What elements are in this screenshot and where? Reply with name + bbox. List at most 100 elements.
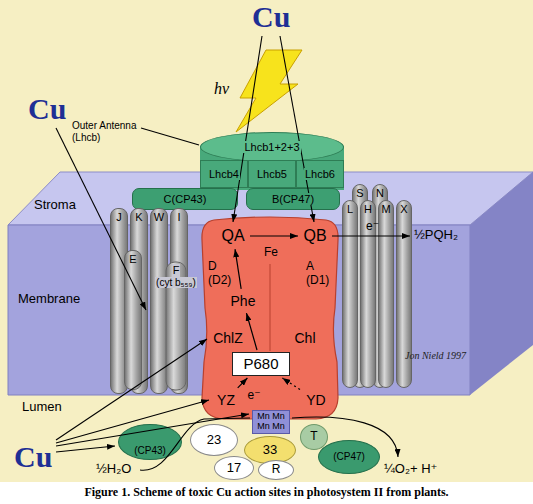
node-text: I xyxy=(177,211,180,224)
node-text: W xyxy=(154,211,164,224)
lumenal-loop: (CP47) xyxy=(318,440,380,474)
helix-subunit: L xyxy=(342,200,358,388)
cytochrome-helix: F(cyt b₅₅₉) xyxy=(148,262,204,390)
node-text: Mn Mn Mn Mn xyxy=(256,412,286,432)
region-label: Stroma xyxy=(34,198,76,213)
electron-transfer-arrow xyxy=(235,249,241,289)
author-credit: Jon Nield 1997 xyxy=(405,350,466,362)
cu-leader xyxy=(233,36,262,222)
cu-leader xyxy=(56,128,146,310)
cu-leader xyxy=(56,339,207,440)
extrinsic-protein: 17 xyxy=(214,456,254,480)
node-text: S xyxy=(356,187,363,200)
node-text: 23 xyxy=(207,433,221,448)
antenna-band: Lhcb5 xyxy=(248,160,296,188)
product-label: ¼O₂+ H⁺ xyxy=(384,462,437,477)
p680-box: P680 xyxy=(232,352,290,376)
cofactor: ChlZ xyxy=(210,328,246,348)
extrinsic-protein: R xyxy=(258,460,294,480)
oxygen-arrow xyxy=(292,417,398,457)
membrane-side-face xyxy=(470,172,533,395)
helix-subunit: E xyxy=(124,250,142,390)
node-text: R xyxy=(272,463,281,477)
helix-subunit: W xyxy=(150,208,168,394)
electron-arrow xyxy=(332,235,410,236)
region-label: Lumen xyxy=(22,400,62,415)
node-text: Chl xyxy=(293,330,316,346)
electron-label: e⁻ xyxy=(366,220,379,234)
cofactor: QA xyxy=(218,225,248,247)
protein-subunit: C(CP43) xyxy=(132,188,238,210)
node-text: YD xyxy=(305,392,326,408)
manganese-cluster: Mn Mn Mn Mn xyxy=(252,410,290,434)
node-text: YZ xyxy=(216,392,236,408)
node-text: C(CP43) xyxy=(163,193,208,206)
figure-caption: Figure 1. Scheme of toxic Cu action site… xyxy=(0,486,533,500)
cu-leader xyxy=(56,446,115,452)
node-text: (CP47) xyxy=(333,451,365,463)
node-text: B(CP47) xyxy=(271,193,315,206)
cofactor: YZ xyxy=(212,390,240,410)
cofactor: QB xyxy=(300,225,330,247)
light-label: hν xyxy=(214,80,229,98)
node-text: E xyxy=(129,253,136,266)
node-text: (CP43) xyxy=(134,445,166,457)
substrate-label: ½H₂O xyxy=(96,462,131,477)
element-label: Cu xyxy=(14,442,52,472)
light-bolt xyxy=(236,50,302,132)
node-text: QA xyxy=(220,227,245,245)
edge-label: e⁻ xyxy=(248,389,261,403)
node-text: X xyxy=(400,203,407,216)
node-text: QB xyxy=(302,227,327,245)
node-text: Lhcb4 xyxy=(208,168,240,181)
water-arrow xyxy=(140,418,250,470)
element-label: Cu xyxy=(252,2,290,32)
d1-d2-divider xyxy=(270,264,271,351)
node-text: H xyxy=(364,203,372,216)
connector-group xyxy=(235,236,300,390)
electron-transfer-arrow xyxy=(250,235,298,236)
node-text: 17 xyxy=(227,461,241,476)
cu-leader xyxy=(56,414,249,446)
node-text: Lhcb6 xyxy=(304,168,336,181)
node-text: Lhcb5 xyxy=(256,168,288,181)
lumenal-loop: (CP43) xyxy=(118,424,182,460)
electron-transfer-arrow xyxy=(246,313,257,350)
cofactor: Chl xyxy=(290,328,320,348)
electron-transfer-arrow xyxy=(282,378,300,390)
node-text: N xyxy=(376,187,384,200)
node-text: Phe xyxy=(230,293,257,309)
product-label: ½PQH₂ xyxy=(414,228,458,243)
node-text: ChlZ xyxy=(212,330,244,346)
node-text: (cyt b₅₅₉) xyxy=(155,277,197,289)
antenna-label: Outer Antenna (Lhcb) xyxy=(72,120,144,143)
node-text: T xyxy=(310,430,317,444)
cu-leader xyxy=(280,36,314,222)
figure-ground xyxy=(0,0,533,482)
node-text: 33 xyxy=(263,443,277,458)
cu-leader xyxy=(56,400,209,443)
node-text: L xyxy=(347,203,353,216)
node-text: P680 xyxy=(243,355,278,372)
element-label: Cu xyxy=(28,94,66,124)
antenna-leader xyxy=(141,128,199,145)
cofactor: YD xyxy=(302,390,330,410)
region-label: Membrane xyxy=(18,292,80,307)
protein-subunit: B(CP47) xyxy=(246,188,340,210)
node-text: M xyxy=(381,203,390,216)
node-text: J xyxy=(116,211,122,224)
node-text: F xyxy=(172,264,181,277)
cofactor-label: Fe xyxy=(264,246,278,260)
antenna-band: Lhcb6 xyxy=(296,160,344,188)
node-text: D (D2) xyxy=(208,260,236,288)
antenna-band: Lhcb4 xyxy=(200,160,248,188)
extrinsic-protein: 23 xyxy=(190,424,238,456)
cofactor: Phe xyxy=(228,291,259,311)
node-text: K xyxy=(135,211,142,224)
electron-transfer-arrow xyxy=(238,378,248,388)
antenna-disk: Lhcb1+2+3 xyxy=(200,132,344,162)
core-shape xyxy=(202,217,338,419)
helix-subunit: M xyxy=(378,200,394,388)
node-text: Lhcb1+2+3 xyxy=(243,141,300,154)
